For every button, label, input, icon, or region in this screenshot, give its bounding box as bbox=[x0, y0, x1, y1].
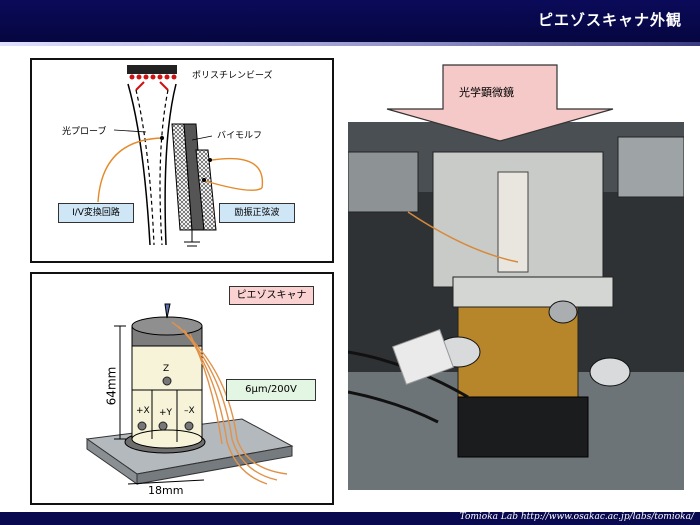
height-label: 64mm bbox=[104, 366, 119, 406]
orange-wire bbox=[407, 211, 519, 263]
stage-base bbox=[457, 396, 589, 458]
micrometer-knob-top bbox=[548, 300, 578, 324]
probe-diagram bbox=[97, 65, 264, 247]
plus-x-label: +X bbox=[136, 406, 150, 416]
title-underline bbox=[0, 42, 700, 46]
sample-plate bbox=[127, 65, 177, 74]
probe-leader bbox=[113, 129, 147, 133]
red-arrow-left bbox=[135, 81, 145, 91]
bg-instrument-right bbox=[617, 136, 684, 198]
bimorph-leader bbox=[191, 135, 213, 141]
electrode-dots bbox=[137, 376, 194, 431]
base-plate-front bbox=[136, 445, 293, 485]
excitation-box: 励振正弦波 bbox=[219, 203, 295, 223]
slide-title: ピエゾスキャナ外観 bbox=[537, 11, 682, 29]
white-bracket bbox=[392, 329, 454, 385]
microscope-label: 光学顕微鏡 bbox=[459, 86, 514, 99]
wire-bimorph-top bbox=[211, 157, 264, 189]
red-arrow-right bbox=[159, 81, 169, 91]
wire-bimorph-mid bbox=[201, 179, 263, 191]
cable-2 bbox=[348, 390, 439, 424]
scanner-wires bbox=[171, 321, 288, 485]
apparatus-illustration bbox=[348, 122, 684, 490]
micrometer-knob-right bbox=[589, 357, 631, 387]
scanner-diagram bbox=[85, 303, 294, 485]
width-dimension-line bbox=[127, 479, 205, 485]
polystyrene-beads bbox=[129, 74, 177, 80]
scanner-tip bbox=[164, 303, 171, 319]
wire-probe-iv bbox=[97, 137, 163, 203]
footer-bar: Tomioka Lab http://www.osakac.ac.jp/labs… bbox=[0, 512, 700, 525]
scanner-title-badge: ピエゾスキャナ bbox=[229, 286, 314, 305]
probe-diagram-panel: ポリスチレンビーズ 光プローブ バイモルフ I/V変換回路 励振正弦波 bbox=[30, 58, 334, 263]
scanner-diagram-panel: 64mm 18mm Z +X +Y –X bbox=[30, 272, 334, 505]
microscope-arrow bbox=[386, 64, 614, 142]
probe-outline-left bbox=[127, 83, 151, 246]
title-bar: ピエゾスキャナ外観 bbox=[0, 0, 700, 42]
bg-instrument-left bbox=[348, 151, 419, 213]
apparatus-photo bbox=[348, 122, 684, 490]
polystyrene-label: ポリスチレンビーズ bbox=[192, 71, 273, 81]
probe-label: 光プローブ bbox=[62, 127, 107, 137]
probe-node bbox=[160, 136, 164, 140]
footer-url: Tomioka Lab http://www.osakac.ac.jp/labs… bbox=[459, 512, 694, 522]
bimorph-label: バイモルフ bbox=[217, 131, 263, 141]
bimorph-layer-3 bbox=[195, 149, 217, 231]
probe-dash-left bbox=[135, 89, 155, 246]
scanner-spec-badge: 6μm/200V bbox=[226, 379, 316, 401]
bimorph-node-top bbox=[208, 158, 212, 162]
scanner-bottom-edge bbox=[131, 429, 203, 449]
z-electrode-label: Z bbox=[163, 364, 170, 374]
plus-y-label: +Y bbox=[159, 408, 173, 418]
ground-symbol bbox=[184, 230, 200, 247]
scanner-cap-top bbox=[131, 316, 203, 336]
probe-dash-right bbox=[159, 89, 169, 246]
probe-outline-right bbox=[164, 83, 177, 246]
minus-x-label: –X bbox=[184, 406, 195, 416]
bimorph-node-mid bbox=[202, 178, 206, 182]
scanner-tube bbox=[497, 171, 529, 273]
width-label: 18mm bbox=[148, 484, 184, 497]
iv-converter-box: I/V変換回路 bbox=[58, 203, 134, 223]
stage-plate bbox=[452, 276, 614, 308]
